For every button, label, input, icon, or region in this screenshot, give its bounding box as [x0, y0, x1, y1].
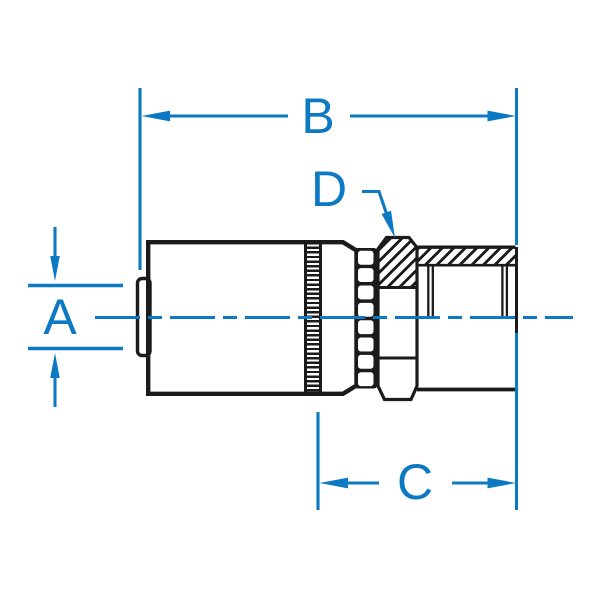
dim-a-arrowhead-top — [50, 256, 60, 281]
window-slot — [358, 302, 374, 317]
dim-b-label: B — [301, 88, 334, 144]
window-band-frame — [354, 248, 377, 389]
hex-nut-outline — [376, 235, 419, 402]
window-slot — [358, 320, 374, 335]
window-slot — [358, 372, 374, 387]
dimension-a: A — [28, 227, 123, 407]
window-slot — [358, 337, 374, 352]
dim-c-arrowhead-right — [487, 477, 516, 489]
dim-b-arrowhead-left — [141, 110, 170, 122]
callout-d: D — [311, 161, 395, 238]
window-slot — [358, 268, 374, 283]
dim-d-label: D — [311, 161, 347, 217]
dim-d-arrowhead — [381, 210, 395, 238]
dim-a-label: A — [43, 289, 77, 345]
hex-nut-section-hatch — [378, 237, 417, 288]
dim-a-arrowhead-bottom — [50, 353, 60, 378]
fitting-outline — [135, 235, 518, 402]
dim-c-arrowhead-left — [319, 477, 348, 489]
dim-b-arrowhead-right — [487, 110, 516, 122]
dim-c-label: C — [397, 454, 433, 510]
dimension-b: B — [138, 88, 519, 270]
window-slot — [358, 354, 374, 369]
dim-d-leader-line — [362, 189, 389, 217]
crimp-window-band — [354, 248, 377, 389]
hex-nut — [376, 235, 419, 402]
port-wall-section-hatch — [417, 248, 516, 265]
window-slot — [358, 250, 374, 265]
dimension-c: C — [316, 333, 519, 510]
female-port-end — [415, 245, 518, 392]
window-slot — [358, 285, 374, 300]
